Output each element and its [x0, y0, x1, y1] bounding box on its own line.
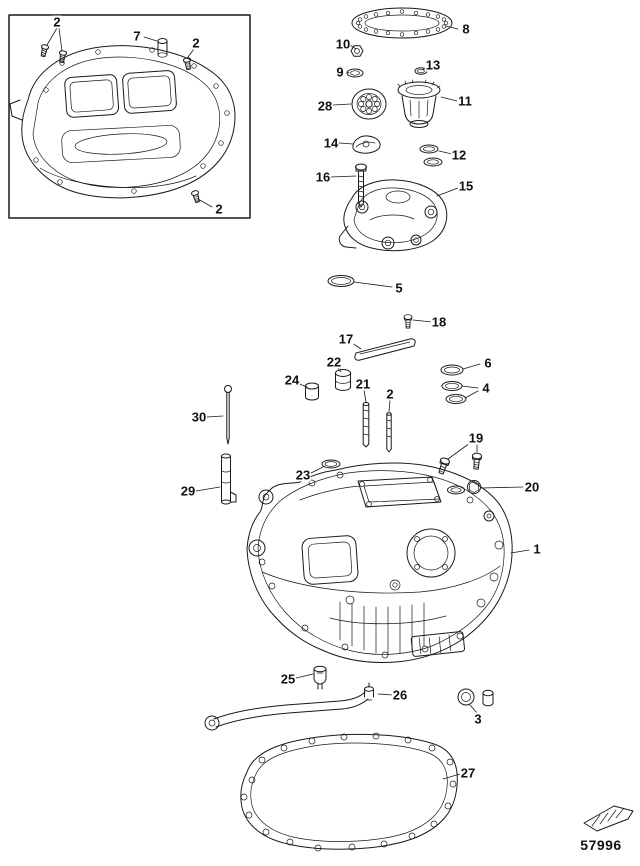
part-1-adaptor-plate	[246, 462, 513, 663]
part-3-plug-seal	[457, 688, 494, 707]
part-11-pump-drive	[397, 79, 441, 128]
part-17-cover-strip	[354, 338, 416, 361]
callout-25: 25	[279, 671, 297, 687]
callout-19: 19	[467, 430, 485, 446]
part-18-bolt	[403, 314, 413, 329]
leader-lines	[46, 25, 530, 780]
callout-2-c: 2	[214, 201, 224, 217]
part-12-o-rings	[419, 144, 443, 167]
part-25-fitting	[313, 665, 327, 690]
part-27-pan-gasket	[240, 732, 458, 852]
inset-box	[8, 14, 251, 219]
callout-27: 27	[459, 765, 477, 781]
callout-6: 6	[483, 355, 493, 371]
part-20-plug-washer	[447, 480, 481, 495]
part-30-dipstick	[224, 385, 232, 445]
callout-26: 26	[391, 687, 409, 703]
callout-2-a: 2	[52, 14, 62, 30]
part-28-rotor-plate	[351, 88, 387, 120]
part-8-chain	[351, 7, 453, 39]
callout-17: 17	[337, 331, 355, 347]
callout-11: 11	[457, 93, 473, 109]
part-21-stud	[362, 402, 370, 448]
callout-30: 30	[190, 409, 208, 425]
callout-5: 5	[394, 280, 404, 296]
callout-1: 1	[532, 541, 542, 557]
callout-13: 13	[424, 57, 442, 73]
callout-12: 12	[450, 147, 468, 163]
part-9-washer	[346, 68, 364, 78]
corner-wedge-part	[583, 805, 634, 832]
part-14-cam-clip	[352, 135, 381, 154]
callout-15: 15	[457, 178, 475, 194]
part-29-dipstick-tube	[221, 453, 237, 505]
callout-21: 21	[354, 376, 372, 392]
inset-top-view-plate	[9, 45, 236, 199]
part-10-nut	[350, 45, 364, 57]
part-4-o-rings	[441, 381, 467, 404]
part-2-screws	[39, 43, 202, 204]
figure-number: 57996	[580, 837, 622, 853]
callout-20: 20	[523, 479, 541, 495]
part-2-stud	[386, 412, 392, 453]
callout-14: 14	[322, 135, 340, 151]
part-7-dowel-pin	[157, 38, 168, 58]
callout-23: 23	[294, 467, 312, 483]
callout-4: 4	[481, 380, 491, 396]
part-5-o-ring	[327, 275, 355, 287]
oil-pickup-tube	[204, 691, 369, 731]
callout-29: 29	[179, 483, 197, 499]
callout-8: 8	[461, 21, 471, 37]
part-26-fitting	[364, 682, 374, 701]
part-23-o-ring	[321, 459, 341, 469]
callout-2-b: 2	[191, 35, 201, 51]
callout-28: 28	[316, 98, 334, 114]
callout-18: 18	[430, 314, 448, 330]
callout-24: 24	[283, 372, 301, 388]
callout-2-d: 2	[385, 386, 395, 402]
part-19-bolts	[436, 452, 483, 476]
part-15-oil-pump-body	[338, 179, 448, 252]
callout-7: 7	[132, 28, 142, 44]
part-22-plug	[335, 369, 351, 391]
callout-10: 10	[334, 36, 352, 52]
callout-9: 9	[335, 64, 345, 80]
callout-22: 22	[325, 354, 343, 370]
part-6-o-ring	[440, 364, 464, 376]
callout-3: 3	[473, 711, 483, 727]
part-24-plug	[305, 382, 319, 401]
callout-16: 16	[314, 169, 332, 185]
